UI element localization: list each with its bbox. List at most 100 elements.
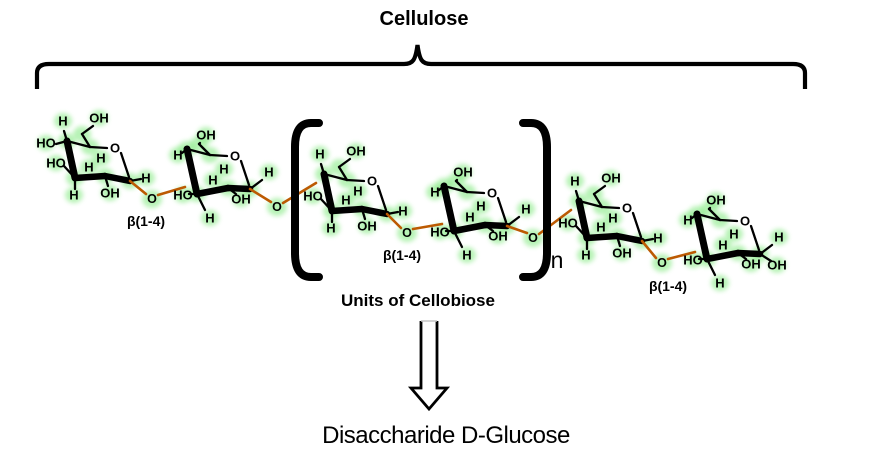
bold-bond — [613, 232, 646, 245]
highlight-blob — [92, 150, 110, 166]
bond — [600, 205, 621, 210]
highlight-blob — [90, 110, 108, 126]
atom-label: H — [69, 188, 78, 203]
bold-bond — [224, 184, 254, 193]
atom-label: OH — [231, 192, 251, 207]
atom-label: H — [341, 193, 350, 208]
glycosidic-oxygen-label: O — [528, 231, 538, 245]
top-brace — [34, 44, 808, 89]
highlight-blob — [517, 201, 535, 217]
bond — [80, 132, 92, 149]
atom-label: OH — [453, 165, 473, 180]
atom-label: H — [596, 220, 605, 235]
bold-bond — [575, 197, 591, 242]
atom-label: OH — [741, 257, 761, 272]
highlight-blob — [604, 210, 622, 226]
bond — [345, 178, 366, 183]
highlight-blob — [322, 220, 340, 236]
repeat-bracket-left — [291, 119, 323, 281]
atom-label: H — [608, 211, 617, 226]
highlight-blob — [169, 147, 187, 163]
atom-label: H — [96, 151, 105, 166]
bold-bond — [320, 170, 336, 215]
bond — [88, 145, 109, 150]
bond — [376, 184, 388, 212]
atom-label: H — [264, 165, 273, 180]
atom-label: H — [430, 185, 439, 200]
bond — [592, 184, 607, 196]
highlight-blob — [347, 143, 365, 159]
glycosidic-bond — [411, 222, 444, 231]
highlight-blob — [201, 210, 219, 226]
highlight-blob — [349, 183, 367, 199]
ring-oxygen-label: O — [110, 141, 120, 156]
bond — [496, 196, 508, 224]
highlight-blob — [174, 187, 192, 203]
atom-label: H — [58, 114, 67, 129]
highlight-blob — [461, 209, 479, 225]
bold-bond — [693, 210, 711, 263]
bold-bond — [63, 137, 79, 182]
atom-label: H — [715, 276, 724, 291]
atom-label: HO — [558, 216, 578, 231]
atom-label: H — [729, 227, 738, 242]
bold-bond — [183, 145, 201, 198]
atom-label: H — [84, 160, 93, 175]
bond — [454, 178, 459, 183]
glycosidic-bond — [385, 212, 403, 230]
bond — [337, 157, 352, 169]
highlight-blob — [65, 187, 83, 203]
bond — [592, 192, 604, 209]
highlight-blob — [37, 135, 55, 151]
bond-layer — [54, 124, 774, 277]
repeat-bracket-right — [519, 119, 551, 281]
bond — [631, 211, 643, 239]
bond — [695, 212, 722, 222]
glycosidic-layer — [128, 179, 697, 261]
atom-label: OH — [706, 193, 726, 208]
highlight-blob — [260, 164, 278, 180]
highlight-blob — [613, 245, 631, 261]
highlight-blob — [80, 159, 98, 175]
atom-label: H — [683, 213, 692, 228]
bond — [197, 142, 212, 157]
highlight-blob — [458, 247, 476, 263]
atom-label: H — [653, 231, 662, 246]
bold-bond — [734, 249, 764, 258]
highlight-blob — [454, 164, 472, 180]
bond — [208, 153, 229, 158]
atom-label: H — [398, 204, 407, 219]
bond — [80, 124, 95, 136]
atom-label: H — [141, 171, 150, 186]
highlight-blob — [714, 237, 732, 253]
highlight-blob — [577, 247, 595, 263]
bond — [707, 206, 712, 211]
beta-1-4-label: β(1-4) — [383, 247, 421, 263]
ring-oxygen-label: O — [230, 149, 240, 164]
atom-label: H — [173, 148, 182, 163]
atom-label: H — [353, 184, 362, 199]
glycosidic-bond — [640, 239, 658, 260]
atom-label: H — [315, 147, 324, 162]
bond — [119, 151, 131, 179]
ring-oxygen-label: O — [622, 201, 632, 216]
bond — [707, 207, 722, 222]
highlight-blob — [54, 113, 72, 129]
highlight-blob — [472, 198, 490, 214]
repeat-subscript-n: n — [550, 247, 564, 273]
down-arrow — [407, 320, 451, 412]
bold-bond — [583, 232, 621, 242]
atom-label: OH — [196, 128, 216, 143]
glycosidic-oxygen-label: O — [147, 192, 157, 206]
highlight-blob — [684, 252, 702, 268]
highlight-blob — [679, 212, 697, 228]
atom-label: OH — [601, 171, 621, 186]
atom-label: H — [326, 221, 335, 236]
atom-label: OH — [89, 111, 109, 126]
atom-label: H — [219, 162, 228, 177]
atom-label: H — [774, 230, 783, 245]
bold-bond — [101, 172, 134, 185]
glycosidic-bond — [156, 185, 187, 197]
